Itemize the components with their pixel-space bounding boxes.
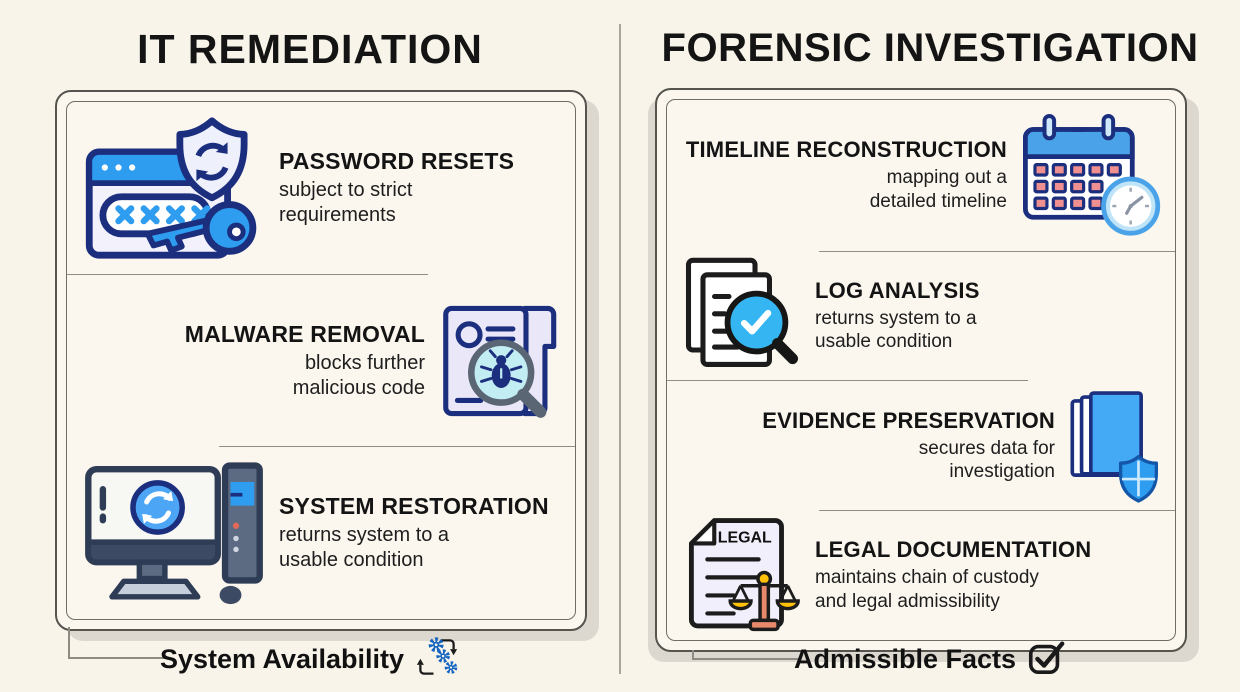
right-column-title: FORENSIC INVESTIGATION <box>661 26 1199 70</box>
item-system-restoration: SYSTEM RESTORATION returns system to a u… <box>67 447 575 619</box>
system-restore-icon <box>81 460 267 606</box>
right-footer-connector <box>692 650 798 660</box>
item-title: EVIDENCE PRESERVATION <box>762 407 1055 433</box>
item-desc: returns system to a usable condition <box>815 307 977 353</box>
item-title: PASSWORD RESETS <box>279 147 515 174</box>
item-evidence-preservation: EVIDENCE PRESERVATION secures data for i… <box>667 381 1175 510</box>
left-footer: System Availability <box>0 636 620 679</box>
item-desc: subject to strict requirements <box>279 178 413 226</box>
legal-label: LEGAL <box>718 529 772 546</box>
item-desc: blocks further malicious code <box>292 351 425 399</box>
item-password-resets: PASSWORD RESETS subject to strict requir… <box>67 102 575 274</box>
it-remediation-panel: PASSWORD RESETS subject to strict requir… <box>55 90 587 631</box>
left-footer-label: System Availability <box>159 643 405 674</box>
item-log-analysis: LOG ANALYSIS returns system to a usable … <box>667 252 1175 381</box>
item-title: LEGAL DOCUMENTATION <box>815 537 1092 563</box>
malware-scan-icon <box>437 290 561 432</box>
legal-document-icon: LEGAL <box>681 514 803 638</box>
item-timeline-reconstruction: TIMELINE RECONSTRUCTION mapping out a de… <box>667 100 1175 251</box>
left-footer-connector <box>68 627 170 659</box>
item-desc: maintains chain of custody and legal adm… <box>815 567 1039 613</box>
left-column-title: IT REMEDIATION <box>137 26 483 72</box>
calendar-clock-icon <box>1019 112 1161 238</box>
item-title: LOG ANALYSIS <box>815 277 980 303</box>
forensic-investigation-panel: TIMELINE RECONSTRUCTION mapping out a de… <box>655 88 1187 652</box>
process-gears-icon <box>414 636 460 683</box>
item-text: LEGAL DOCUMENTATION maintains chain of c… <box>803 537 1161 614</box>
divider <box>219 446 575 448</box>
checkbox-check-icon <box>1026 637 1066 682</box>
item-desc: returns system to a usable condition <box>279 524 450 572</box>
divider <box>667 380 1028 382</box>
item-desc: secures data for investigation <box>918 437 1055 483</box>
item-title: TIMELINE RECONSTRUCTION <box>685 137 1007 163</box>
item-text: LOG ANALYSIS returns system to a usable … <box>803 278 1161 355</box>
evidence-preservation-icon <box>1067 389 1161 503</box>
item-desc: mapping out a detailed timeline <box>869 167 1007 212</box>
item-text: SYSTEM RESTORATION returns system to a u… <box>267 493 561 573</box>
divider <box>819 250 1175 252</box>
password-reset-icon <box>81 113 267 263</box>
item-text: TIMELINE RECONSTRUCTION mapping out a de… <box>681 137 1019 214</box>
item-text: PASSWORD RESETS subject to strict requir… <box>267 148 561 228</box>
divider <box>67 273 428 275</box>
item-legal-documentation: LEGAL LEGAL DOCUMENTATION maintains chai… <box>667 511 1175 640</box>
center-divider-line <box>619 24 621 674</box>
item-malware-removal: MALWARE REMOVAL blocks further malicious… <box>67 275 575 447</box>
divider <box>819 510 1175 512</box>
it-remediation-panel-inner: PASSWORD RESETS subject to strict requir… <box>66 101 576 620</box>
forensic-investigation-panel-inner: TIMELINE RECONSTRUCTION mapping out a de… <box>666 99 1176 641</box>
item-text: MALWARE REMOVAL blocks further malicious… <box>81 321 437 401</box>
item-title: MALWARE REMOVAL <box>184 320 425 347</box>
log-analysis-icon <box>681 256 803 376</box>
right-footer: Admissible Facts <box>620 639 1240 679</box>
right-footer-label: Admissible Facts <box>793 643 1017 674</box>
item-text: EVIDENCE PRESERVATION secures data for i… <box>681 408 1067 485</box>
item-title: SYSTEM RESTORATION <box>279 493 549 520</box>
